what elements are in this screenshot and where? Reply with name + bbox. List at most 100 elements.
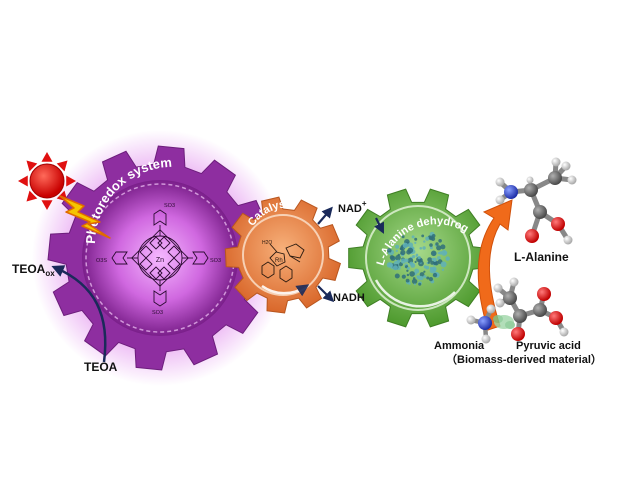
enzyme-texture-dot bbox=[394, 273, 400, 279]
sun-icon bbox=[18, 152, 76, 210]
enzyme-texture-dot bbox=[407, 247, 414, 254]
enzyme-texture-dot bbox=[395, 244, 400, 249]
enzyme-texture-dot bbox=[395, 249, 398, 253]
enzyme-texture-dot bbox=[388, 252, 391, 255]
enzyme-texture-dot bbox=[430, 250, 437, 257]
sun-ray bbox=[18, 175, 28, 187]
enzyme-texture-dot bbox=[423, 270, 426, 273]
nadh-label: NADH bbox=[333, 292, 365, 304]
reaction-cloud bbox=[493, 315, 515, 329]
sun-ray bbox=[26, 190, 38, 202]
enzyme-texture-dot bbox=[431, 257, 434, 261]
enzyme-texture-dot bbox=[417, 256, 421, 260]
enzyme-texture-dot bbox=[406, 273, 410, 277]
pyruvic-acid-label: Pyruvic acid bbox=[516, 340, 581, 352]
enzyme-texture-dot bbox=[422, 246, 426, 250]
enzyme-texture-dot bbox=[401, 274, 406, 279]
catalyst-gear: Catalyst Rh H2O bbox=[224, 196, 342, 314]
enzyme-texture-dot bbox=[427, 261, 431, 264]
teoa-cycle-arrow bbox=[51, 265, 107, 363]
enzyme-texture-dot bbox=[418, 282, 422, 286]
enzyme-texture-dot bbox=[436, 245, 442, 251]
enzyme-texture-dot bbox=[426, 276, 430, 280]
enzyme-texture-dot bbox=[423, 275, 427, 279]
enzyme-texture-dot bbox=[425, 236, 430, 241]
pyruvic-acid-molecule bbox=[493, 277, 569, 341]
porphyrin-metal: Zn bbox=[156, 257, 164, 264]
catalyst-metal: Rh bbox=[275, 258, 283, 264]
enzyme-texture-dot bbox=[431, 234, 436, 238]
enzyme-texture-dot bbox=[415, 253, 419, 257]
nadh-arrow bbox=[317, 285, 335, 303]
enzyme-texture-dot bbox=[444, 251, 448, 255]
enzyme-texture-dot bbox=[419, 275, 424, 281]
enzyme-texture-dot bbox=[396, 259, 401, 264]
lightning-bolt-icon bbox=[59, 195, 111, 239]
nad-arrow bbox=[317, 206, 333, 225]
enzyme-texture-dot bbox=[421, 234, 425, 238]
nad-to-enzyme-arrow bbox=[374, 217, 384, 234]
enzyme-texture-dot bbox=[395, 254, 401, 261]
sun-ray bbox=[66, 175, 76, 187]
enzyme-texture-dot bbox=[410, 263, 416, 268]
enzyme-texture-dot bbox=[387, 248, 392, 253]
enzyme-texture-dot bbox=[396, 264, 399, 266]
enzyme-texture-dot bbox=[405, 278, 410, 283]
enzyme-texture-dot bbox=[399, 247, 403, 250]
enzyme-texture-dot bbox=[419, 272, 425, 277]
enzyme-texture-dot bbox=[407, 242, 414, 248]
porphyrin-sub-top: SO3 bbox=[164, 203, 175, 209]
sun-ray bbox=[41, 200, 53, 210]
sun-ray bbox=[26, 160, 38, 172]
enzyme-texture-dot bbox=[437, 256, 441, 260]
enzyme-texture-dot bbox=[432, 272, 438, 278]
enzyme-texture-dot bbox=[406, 266, 410, 270]
enzyme-texture-dot bbox=[430, 260, 435, 265]
enzyme-texture-dot bbox=[413, 283, 416, 286]
enzyme-texture-dot bbox=[429, 243, 433, 247]
ammonia-molecule bbox=[466, 304, 496, 344]
enzyme-texture-dot bbox=[419, 247, 423, 250]
enzyme-texture-dot bbox=[440, 261, 447, 268]
enzyme-texture-dot bbox=[406, 269, 409, 272]
enzyme-texture-dot bbox=[427, 257, 433, 262]
enzyme-texture-dot bbox=[431, 266, 437, 272]
nad-label: NAD+ bbox=[338, 199, 367, 215]
enzyme-texture-dot bbox=[440, 244, 446, 250]
photoredox-gear-inner bbox=[82, 180, 238, 336]
enzyme-texture-dot bbox=[412, 255, 416, 259]
sun-ray bbox=[41, 152, 53, 162]
enzyme-texture-dot bbox=[414, 260, 417, 263]
rh-complex-structure bbox=[261, 243, 305, 283]
enzyme-texture-dot bbox=[438, 239, 442, 243]
enzyme-texture-dot bbox=[412, 277, 416, 280]
teoa-label: TEOA bbox=[84, 360, 118, 374]
l-alanine-label: L-Alanine bbox=[514, 250, 569, 264]
biomass-label: （Biomass-derived material） bbox=[446, 354, 602, 366]
enzyme-texture-dot bbox=[411, 235, 415, 239]
enzyme-texture-dot bbox=[408, 282, 411, 285]
enzyme-texture-dot bbox=[400, 258, 406, 264]
enzyme-texture-dot bbox=[429, 246, 433, 250]
enzyme-texture-dot bbox=[423, 240, 426, 243]
porphyrin-sub-bottom: SO3 bbox=[152, 310, 163, 316]
curved-arrow-icon bbox=[477, 199, 513, 331]
enzyme-texture-dot bbox=[445, 256, 450, 261]
enzyme-texture-dot bbox=[389, 263, 394, 268]
enzyme-texture-dot bbox=[441, 268, 445, 271]
enzyme-texture-dot bbox=[416, 275, 419, 278]
enzyme-texture-dot bbox=[428, 277, 433, 282]
porphyrin-structure bbox=[111, 209, 209, 307]
sun-ray bbox=[56, 160, 68, 172]
enzyme-texture-dot bbox=[401, 235, 405, 239]
ammonia-label: Ammonia bbox=[434, 340, 485, 352]
photoredox-gear: Photoredox system Zn SO3 O3S SO3 bbox=[32, 130, 288, 386]
enzyme-texture-dot bbox=[435, 242, 439, 246]
enzyme-texture-dot bbox=[414, 237, 418, 241]
enzyme-texture-dot bbox=[392, 265, 398, 271]
enzyme-texture-dot bbox=[409, 271, 415, 277]
porphyrin-sub-right: SO3 bbox=[210, 258, 221, 264]
enzyme-texture-dot bbox=[423, 265, 427, 269]
enzyme-texture-dot bbox=[402, 242, 409, 248]
